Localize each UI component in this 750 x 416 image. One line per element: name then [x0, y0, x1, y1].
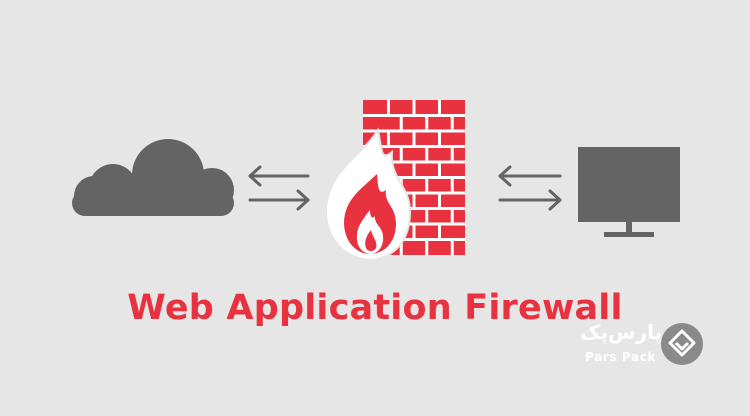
brand-logo: پارس‌پک Pars Pack [580, 320, 706, 376]
brand-name-english: Pars Pack [585, 350, 656, 364]
bidirectional-arrows-left [248, 165, 310, 211]
monitor-icon [578, 147, 680, 237]
flame-icon [324, 127, 412, 262]
pars-pack-logo-icon [661, 323, 703, 365]
arrow-left-icon [498, 165, 562, 187]
bidirectional-arrows-right [498, 165, 562, 211]
brand-name-persian: پارس‌پک [580, 320, 663, 344]
diagram-title: Web Application Firewall [127, 288, 623, 328]
cloud-icon [72, 139, 234, 216]
arrow-right-icon [248, 189, 310, 211]
arrow-left-icon [248, 165, 310, 187]
arrow-right-icon [498, 189, 562, 211]
